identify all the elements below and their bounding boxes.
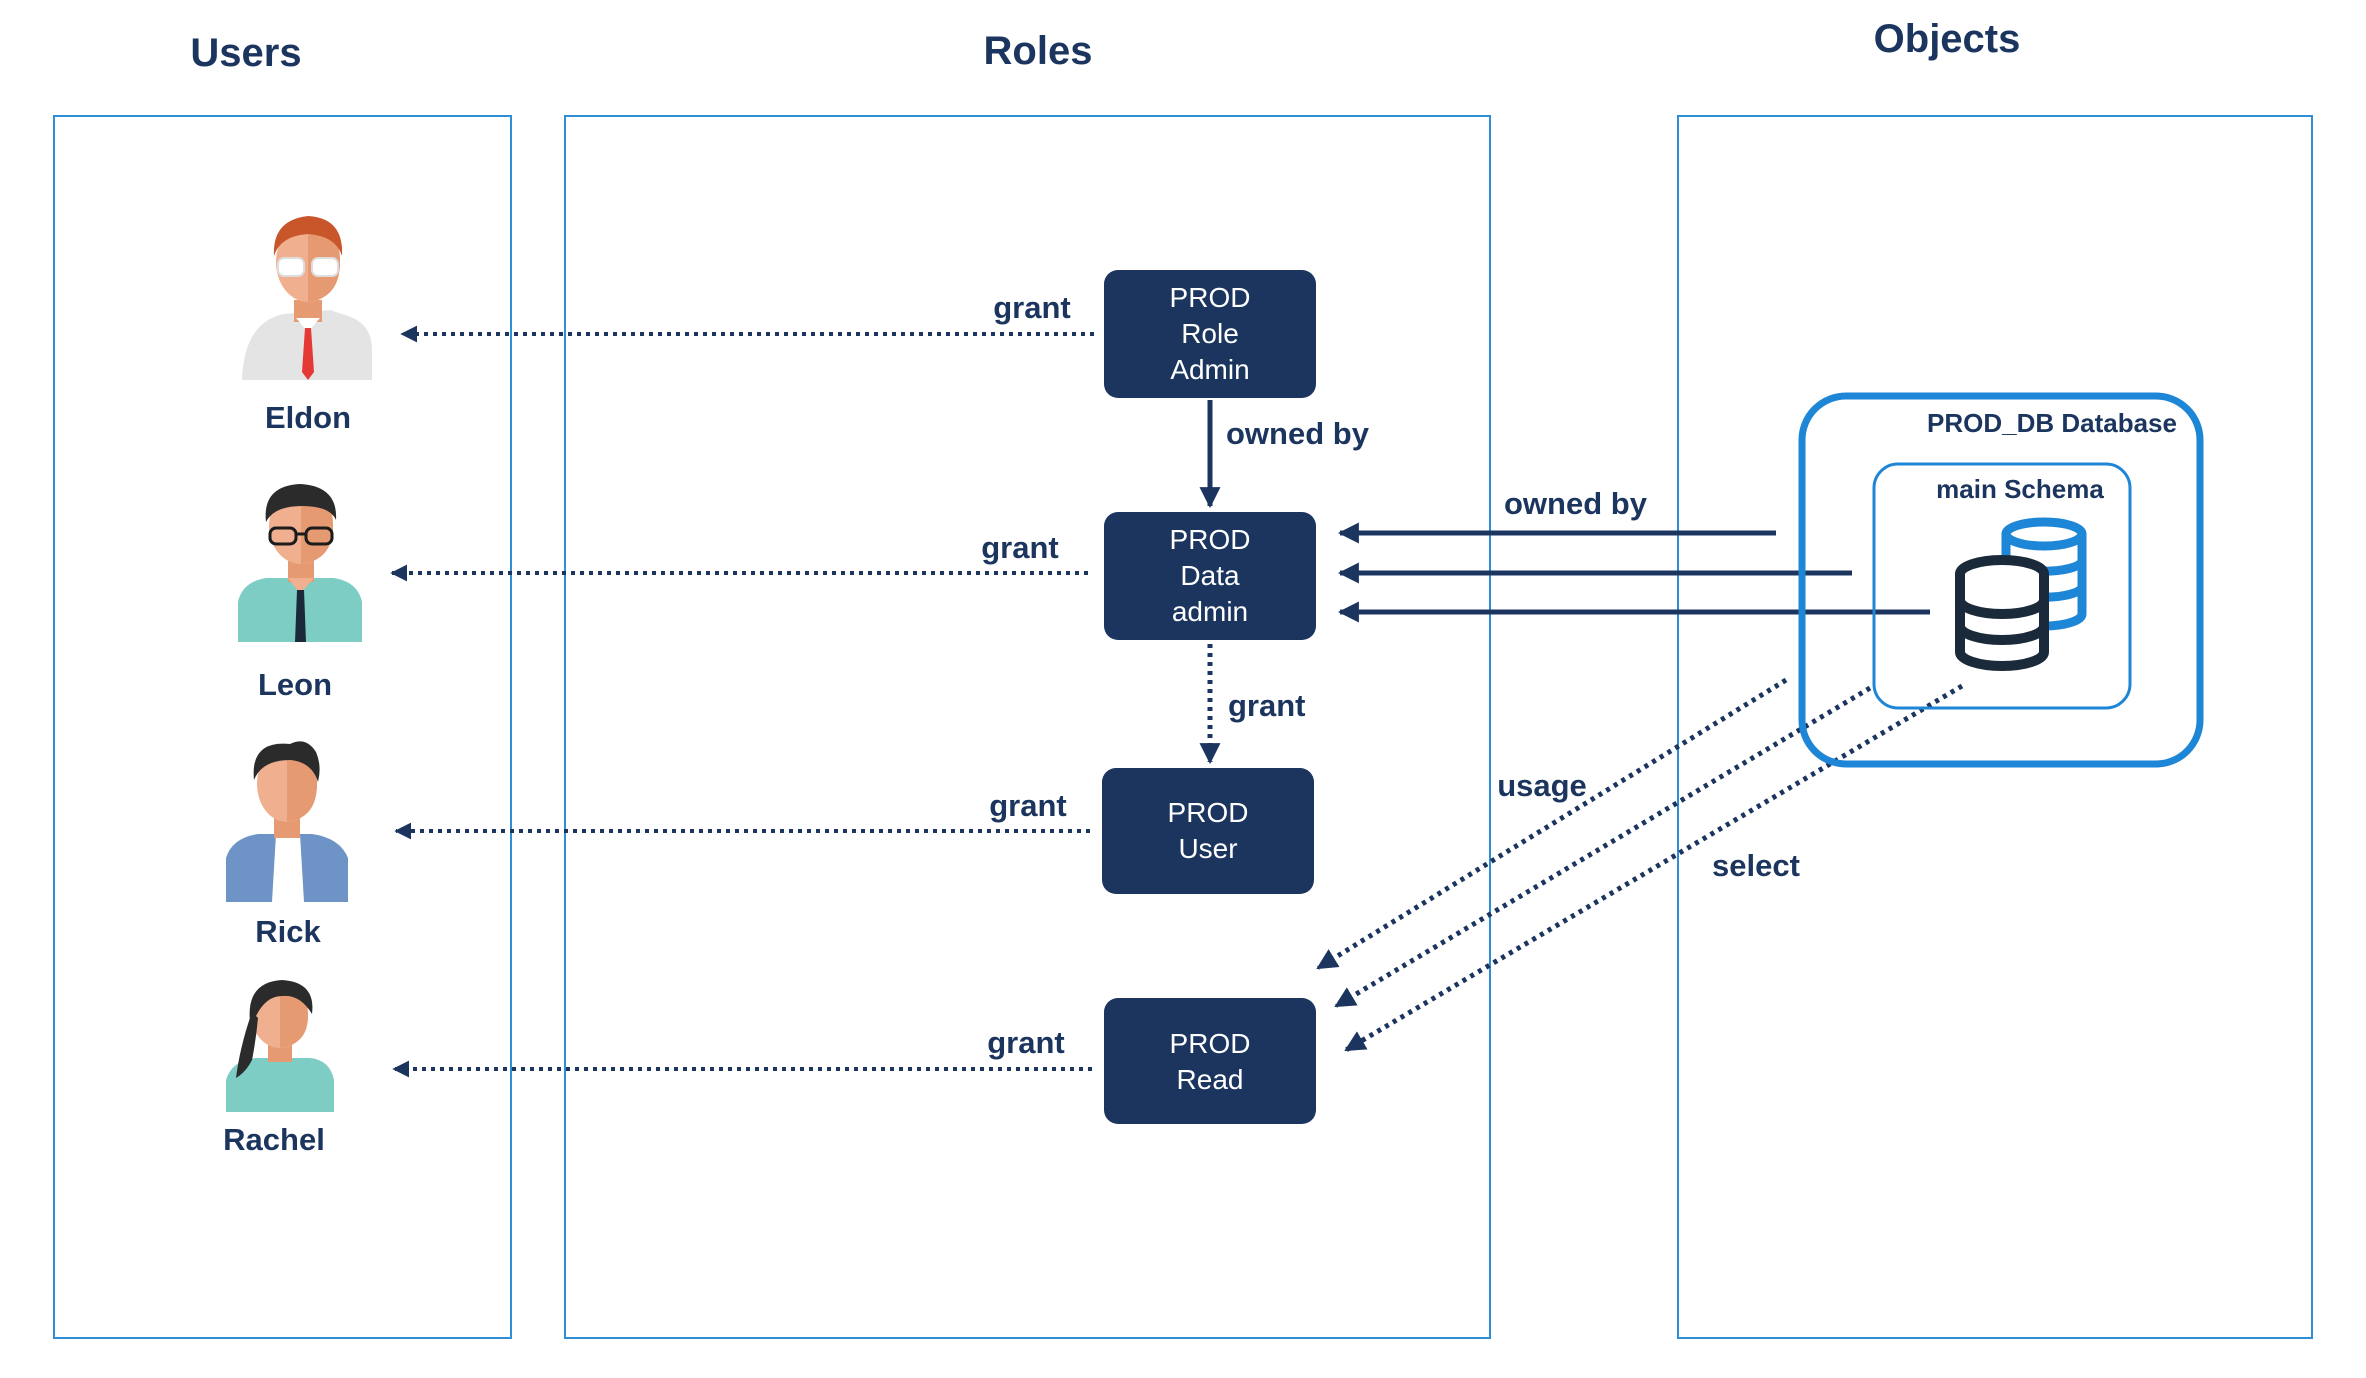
schema-box: [1872, 462, 2132, 710]
role-line: Read: [1177, 1064, 1244, 1095]
user-avatar-icon: [226, 980, 334, 1112]
user-rick: Rick: [226, 741, 348, 949]
database-stack-icon: [1955, 517, 2087, 671]
role-prod-data-admin: PROD Data admin: [1104, 512, 1316, 640]
role-line: PROD: [1170, 1028, 1251, 1059]
users-panel: [53, 115, 512, 1339]
edge-schema-usage: [1334, 685, 1872, 1009]
role-line: Admin: [1170, 354, 1249, 385]
edge-label-owned-by: owned by: [1226, 416, 1370, 451]
edge-db-usage: [1316, 677, 1788, 971]
user-avatar-icon: [238, 484, 362, 642]
role-line: admin: [1172, 596, 1248, 627]
edge-label-grant: grant: [981, 530, 1059, 565]
role-prod-user: PROD User: [1102, 768, 1314, 894]
edge-label-grant: grant: [993, 290, 1071, 325]
header-objects: Objects: [1874, 17, 2021, 61]
objects-panel: [1677, 115, 2313, 1339]
edge-label-owned-by: owned by: [1504, 486, 1648, 521]
user-avatar-icon: [242, 216, 372, 380]
edge-label-grant: grant: [1228, 688, 1306, 723]
database-box: [1798, 392, 2204, 768]
role-line: User: [1178, 833, 1237, 864]
role-line: Data: [1180, 560, 1240, 591]
edge-tables-select: [1344, 683, 1964, 1053]
role-line: PROD: [1170, 524, 1251, 555]
header-roles: Roles: [984, 29, 1093, 73]
database-label: PROD_DB Database: [1927, 408, 2177, 438]
user-name: Leon: [258, 667, 332, 702]
edge-label-grant: grant: [989, 788, 1067, 823]
role-line: Role: [1181, 318, 1239, 349]
user-eldon: Eldon: [242, 216, 372, 435]
schema-label: main Schema: [1936, 474, 2104, 504]
edge-label-select: select: [1712, 848, 1800, 883]
user-name: Rachel: [223, 1122, 325, 1157]
user-name: Eldon: [265, 400, 351, 435]
user-rachel: Rachel: [223, 980, 334, 1157]
edge-label-grant: grant: [987, 1025, 1065, 1060]
user-avatar-icon: [226, 741, 348, 902]
role-prod-role-admin: PROD Role Admin: [1104, 270, 1316, 398]
role-line: PROD: [1168, 797, 1249, 828]
role-prod-read: PROD Read: [1104, 998, 1316, 1124]
user-name: Rick: [255, 914, 321, 949]
roles-panel: [564, 115, 1491, 1339]
header-users: Users: [190, 31, 301, 75]
role-line: PROD: [1170, 282, 1251, 313]
edge-label-usage: usage: [1497, 768, 1587, 803]
user-leon: Leon: [238, 484, 362, 702]
